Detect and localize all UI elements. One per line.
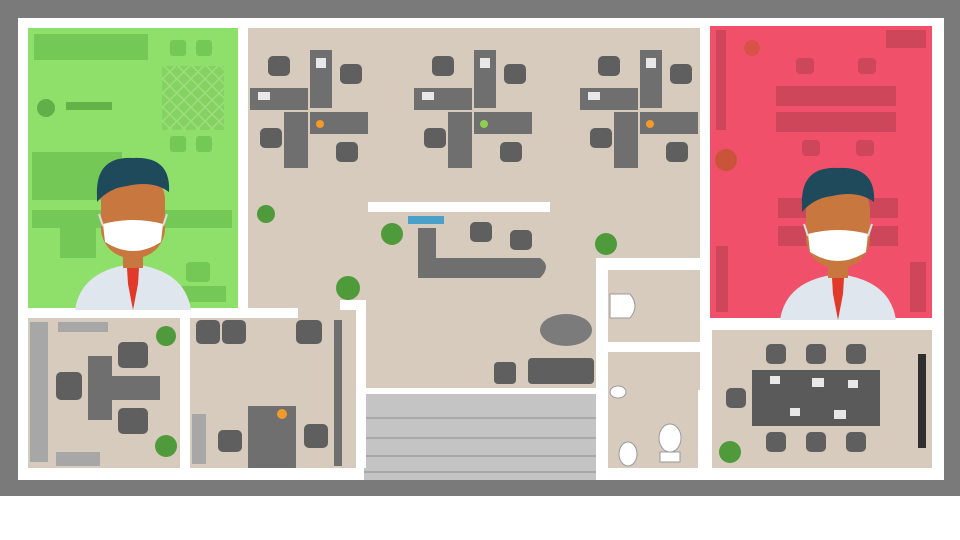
tie [832,278,844,320]
danger-zone-furniture [716,30,926,312]
interior-walls [18,18,942,468]
office-chair [260,128,282,148]
plant-icon [595,233,617,255]
hair [96,157,170,202]
face-mask-icon [808,230,868,261]
office-chair [336,142,358,162]
staircase [364,394,596,480]
reception-desk [368,202,550,278]
office-chair [598,56,620,76]
tie [127,268,139,310]
masked-employee-danger [780,167,896,320]
desk-cluster [414,50,532,168]
office-chair [590,128,612,148]
face-mask-icon [103,220,163,251]
office-chair [504,64,526,84]
office-chair [432,56,454,76]
bottom-middle-office-furniture [192,320,342,468]
plant-icon [336,276,360,300]
desk-cluster [250,50,368,168]
plant-icon [381,223,403,245]
office-chair [670,64,692,84]
masked-employee-safe [75,157,191,310]
plant-icon [37,99,55,117]
bottom-left-office-furniture [30,322,177,466]
plant-icon [744,40,760,56]
corridor-floor [340,300,360,468]
office-chair [424,128,446,148]
office-chair [500,142,522,162]
meeting-table [719,344,926,463]
office-chair [268,56,290,76]
restroom-fixtures [609,293,682,467]
office-chair [340,64,362,84]
hair [801,167,875,212]
office-chair [666,142,688,162]
workstations [250,50,698,168]
waiting-sofa [494,314,594,384]
plant-icon [257,205,275,223]
desk-cluster [580,50,698,168]
plant-icon [715,149,737,171]
plants [257,205,617,300]
